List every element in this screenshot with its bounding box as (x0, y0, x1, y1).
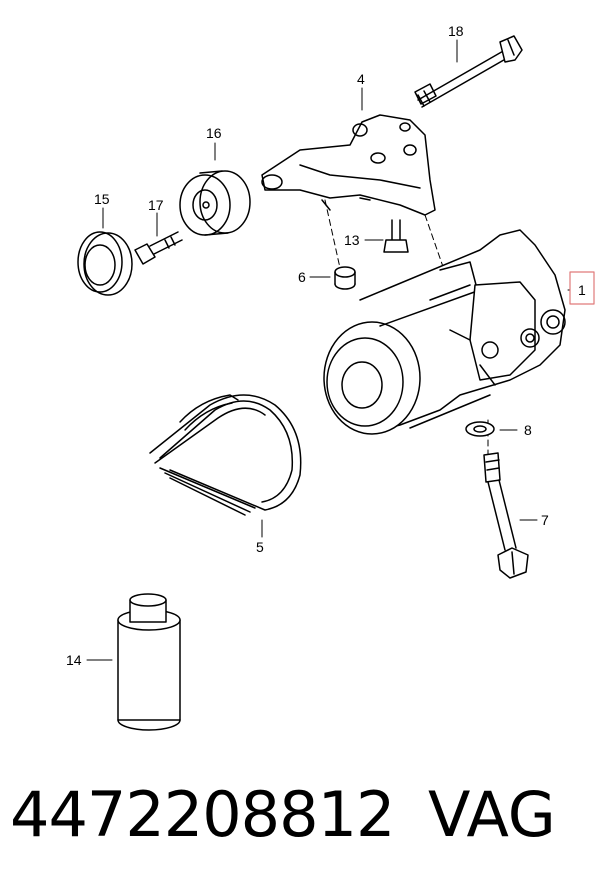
part-18-bolt[interactable] (414, 35, 523, 108)
callout-1-highlight-box (569, 271, 595, 305)
part-number: 4472208812 (10, 778, 395, 851)
callout-8: 8 (524, 422, 532, 438)
callout-7: 7 (541, 512, 549, 528)
part-13-bolt[interactable] (383, 219, 409, 253)
callout-labels: 18 4 16 15 17 13 6 1 8 7 5 14 (66, 23, 586, 668)
part-14-cylinder[interactable] (117, 593, 181, 731)
callout-13: 13 (344, 232, 360, 248)
part-4-bracket[interactable] (261, 114, 436, 216)
part-17-bolt[interactable] (134, 231, 183, 265)
part-15-cap[interactable] (77, 231, 133, 296)
callout-18: 18 (448, 23, 464, 39)
callout-16: 16 (206, 125, 222, 141)
brand-name: VAG (428, 778, 556, 851)
leader-lines (86, 39, 581, 661)
callout-1: 1 (578, 282, 586, 298)
callout-15: 15 (94, 191, 110, 207)
part-1-compressor[interactable] (323, 229, 566, 435)
parts-exploded-diagram: 18 4 16 15 17 13 6 1 8 7 5 14 (66, 23, 595, 731)
callout-4: 4 (357, 71, 365, 87)
part-6-bushing[interactable] (334, 266, 356, 290)
callout-6: 6 (298, 269, 306, 285)
callout-14: 14 (66, 652, 82, 668)
part-16-pulley[interactable] (179, 170, 251, 236)
callout-5: 5 (256, 539, 264, 555)
part-7-bolt[interactable] (483, 452, 529, 579)
callout-17: 17 (148, 197, 164, 213)
part-8-washer[interactable] (465, 421, 495, 437)
part-5-belt[interactable] (149, 394, 302, 516)
